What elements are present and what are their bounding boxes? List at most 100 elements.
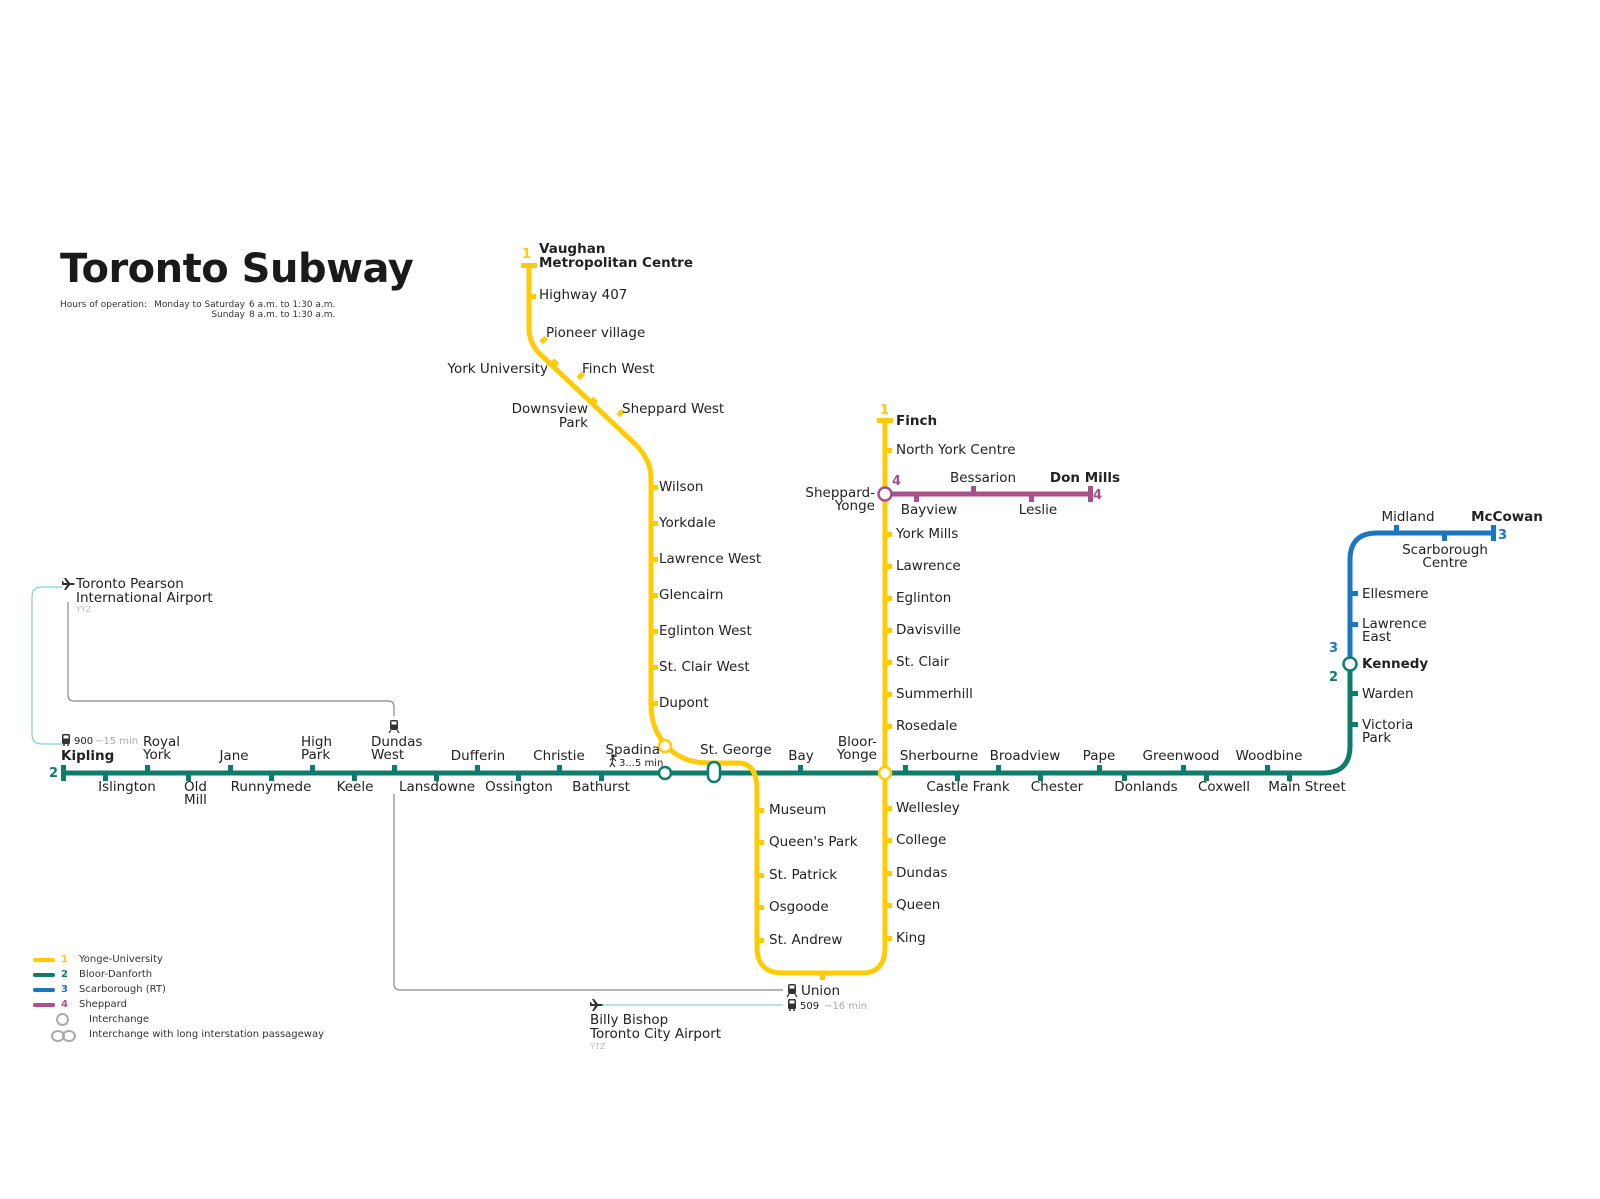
- airplane-icon: [590, 999, 603, 1011]
- station-keele: Keele: [337, 779, 374, 795]
- york-mills-tick: [885, 532, 892, 537]
- station-highway-407: Highway 407: [539, 287, 627, 303]
- spadina-interchange-lower: [657, 765, 673, 781]
- station-summerhill: Summerhill: [896, 686, 973, 702]
- station-st-clair: St. Clair: [896, 654, 950, 670]
- map-title: Toronto Subway: [60, 246, 414, 292]
- warden-tick: [1350, 691, 1358, 696]
- don-mills-terminus: [1088, 486, 1093, 502]
- yorkdale-tick: [651, 521, 658, 526]
- station-runnymede: Runnymede: [231, 779, 312, 795]
- bus-900-time: ~15 min: [95, 736, 138, 747]
- station-spadina: Spadina: [605, 742, 660, 758]
- osgoode-tick: [757, 905, 764, 910]
- sherbourne-tick: [903, 765, 908, 773]
- ellesmere-tick: [1350, 591, 1358, 596]
- eglinton-west-tick: [651, 629, 658, 634]
- kipling-terminus: [61, 765, 66, 781]
- long-interchange-icon: [51, 1030, 76, 1042]
- donlands-tick: [1122, 773, 1127, 781]
- royal-york-tick: [145, 765, 150, 773]
- station-york-university: York University: [447, 361, 548, 377]
- bus-900-label: 900: [74, 736, 93, 747]
- woodbine-tick: [1265, 765, 1270, 773]
- station-bloor-yonge: Bloor-Yonge: [836, 734, 877, 763]
- interchange-icon: [56, 1013, 69, 1026]
- st-george-interchange: [706, 760, 722, 784]
- islington-tick: [103, 773, 108, 781]
- station-finch: Finch: [896, 413, 937, 429]
- station-bessarion: Bessarion: [950, 470, 1016, 486]
- north-york-centre-tick: [885, 448, 892, 453]
- scarborough-centre-tick: [1442, 533, 1447, 541]
- dufferin-tick: [475, 765, 480, 773]
- pearson-connector: [31, 586, 62, 745]
- station-union: Union: [801, 983, 840, 999]
- lansdowne-tick: [434, 773, 439, 781]
- mccowan-terminus: [1491, 525, 1496, 541]
- bus-509-label: 509: [800, 1001, 819, 1012]
- bus-icon: [788, 999, 796, 1011]
- station-kipling: Kipling: [61, 748, 114, 764]
- station-wilson: Wilson: [659, 479, 703, 495]
- pioneer-village-tick: [539, 335, 548, 345]
- station-mccowan: McCowan: [1471, 509, 1543, 525]
- jane-tick: [228, 765, 233, 773]
- coxwell-tick: [1204, 773, 1209, 781]
- york-university-tick: [550, 358, 560, 367]
- pape-tick: [1097, 765, 1102, 773]
- station-yorkdale: Yorkdale: [658, 515, 716, 531]
- union-transfer-path: [393, 794, 783, 991]
- station-dufferin: Dufferin: [451, 748, 505, 764]
- lawrence-tick: [885, 564, 892, 569]
- finch-terminus: [877, 418, 893, 423]
- station-warden: Warden: [1362, 686, 1414, 702]
- pearson-transfer-path: [67, 602, 395, 716]
- summerhill-tick: [885, 692, 892, 697]
- station-lansdowne: Lansdowne: [399, 779, 475, 795]
- finch-west-tick: [576, 371, 585, 381]
- old-mill-tick: [186, 773, 191, 781]
- station-coxwell: Coxwell: [1198, 779, 1250, 795]
- spadina-interchange-upper: [657, 738, 673, 754]
- station-islington: Islington: [98, 779, 156, 795]
- legend-interchange: Interchange: [33, 1012, 324, 1027]
- legend-long-interchange: Interchange with long interstation passa…: [33, 1027, 324, 1042]
- eglinton-tick: [885, 596, 892, 601]
- line-3-track: [1347, 530, 1493, 664]
- line-1-yonge-university: [521, 263, 893, 980]
- station-st-andrew: St. Andrew: [769, 932, 842, 948]
- station-woodbine: Woodbine: [1236, 748, 1303, 764]
- walking-icon: [609, 754, 617, 768]
- midland-tick: [1394, 525, 1399, 533]
- lawrence-west-tick: [651, 557, 658, 562]
- hours-time-sunday: 8 a.m. to 1:30 a.m.: [249, 310, 336, 320]
- queen-tick: [885, 903, 892, 908]
- line-1-track: [526, 265, 888, 976]
- train-icon: [786, 984, 798, 998]
- greenwood-tick: [1181, 765, 1186, 773]
- victoria-park-tick: [1350, 722, 1358, 727]
- station-dupont: Dupont: [659, 695, 709, 711]
- runnymede-tick: [269, 773, 274, 781]
- line-2-number-kipling: 2: [49, 766, 58, 781]
- station-davisville: Davisville: [896, 622, 961, 638]
- station-donlands: Donlands: [1114, 779, 1177, 795]
- station-pioneer-village: Pioneer village: [546, 325, 645, 341]
- hours-time-weekday: 6 a.m. to 1:30 a.m.: [249, 300, 336, 310]
- ytz-code: YTZ: [589, 1042, 606, 1051]
- station-rosedale: Rosedale: [896, 718, 957, 734]
- castle-frank-tick: [955, 773, 960, 781]
- station-st-clair-west: St. Clair West: [659, 659, 750, 675]
- station-york-mills: York Mills: [895, 526, 958, 542]
- station-wellesley: Wellesley: [896, 800, 960, 816]
- station-jane: Jane: [218, 748, 248, 764]
